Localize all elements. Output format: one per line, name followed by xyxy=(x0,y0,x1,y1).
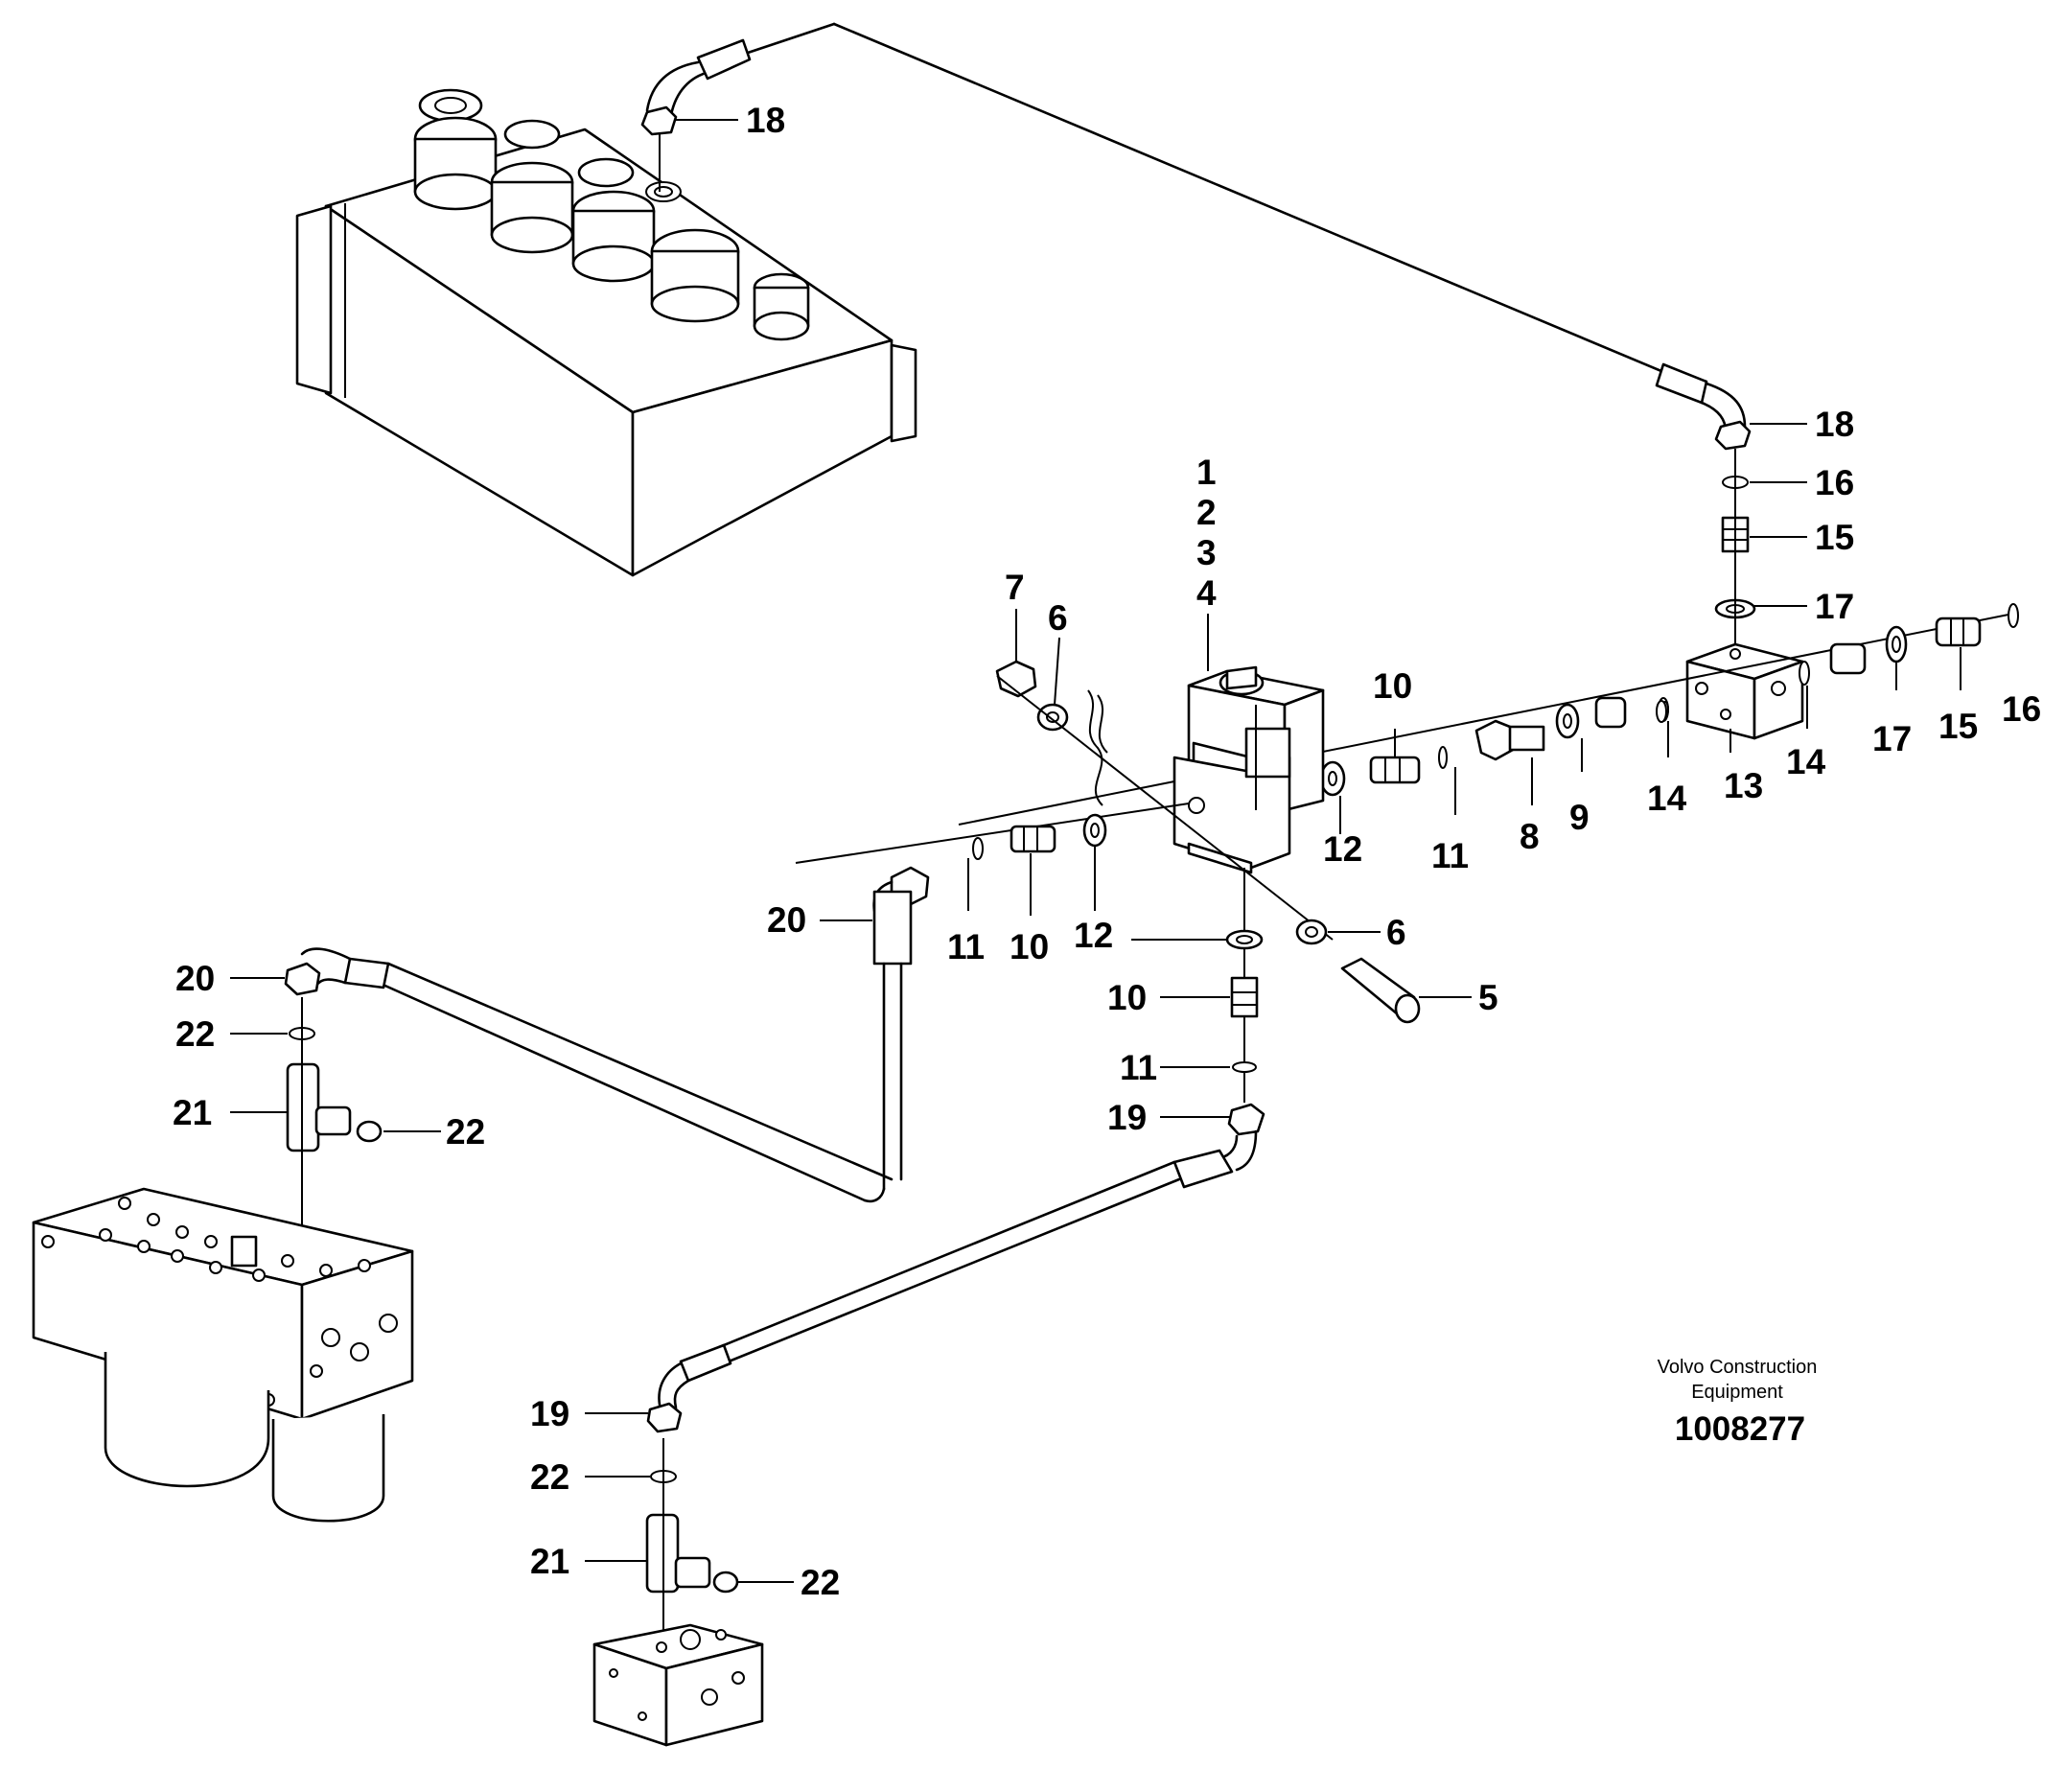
label-20-right: 20 xyxy=(767,900,806,940)
label-17-top: 17 xyxy=(1815,587,1854,626)
label-22-bottom-side: 22 xyxy=(801,1563,840,1602)
control-valve-block xyxy=(295,88,917,577)
document-number: 1008277 xyxy=(1675,1410,1805,1448)
label-4: 4 xyxy=(1196,573,1217,613)
label-14-right: 14 xyxy=(1786,742,1826,781)
label-6-bottom: 6 xyxy=(1386,913,1406,952)
label-12-left: 12 xyxy=(1074,916,1113,955)
caption-line-1: Volvo Construction xyxy=(1658,1357,1818,1378)
label-18-top: 18 xyxy=(746,101,785,140)
label-8: 8 xyxy=(1520,817,1540,856)
label-14-left: 14 xyxy=(1647,779,1687,818)
right-vertical-fittings xyxy=(1714,449,1756,652)
label-3: 3 xyxy=(1196,533,1217,572)
label-5: 5 xyxy=(1478,978,1498,1017)
hose-20 xyxy=(284,866,930,1203)
label-19-left: 19 xyxy=(530,1394,569,1433)
label-12-right: 12 xyxy=(1323,829,1362,869)
leader-lines xyxy=(230,119,1962,1583)
hose-18 xyxy=(640,22,1752,451)
label-19-right: 19 xyxy=(1107,1098,1147,1137)
label-17-right: 17 xyxy=(1872,719,1912,758)
lower-tee-fitting xyxy=(592,1438,764,1747)
label-18-right: 18 xyxy=(1815,405,1854,444)
label-22-left-top: 22 xyxy=(175,1014,215,1054)
label-11-right: 11 xyxy=(1431,836,1469,875)
label-10-left: 10 xyxy=(1010,927,1049,966)
lower-vertical-fittings xyxy=(1225,868,1265,1136)
label-11-left: 11 xyxy=(947,927,985,966)
part-labels: 18 18 16 15 17 1 2 3 4 7 6 10 12 11 8 9 … xyxy=(173,101,2041,1602)
label-21-left: 21 xyxy=(173,1093,212,1132)
label-9: 9 xyxy=(1569,798,1590,837)
label-22-left-side: 22 xyxy=(446,1112,485,1152)
label-16-right: 16 xyxy=(2002,689,2041,729)
label-21-bottom: 21 xyxy=(530,1542,569,1581)
label-16-top: 16 xyxy=(1815,463,1854,502)
label-20-left: 20 xyxy=(175,959,215,998)
left-fittings-main xyxy=(795,660,1421,1024)
caption-block: Volvo Construction Equipment 1008277 xyxy=(1658,1357,1818,1448)
caption-line-2: Equipment xyxy=(1691,1382,1783,1403)
label-1: 1 xyxy=(1196,453,1217,492)
left-manifold-block xyxy=(32,1187,414,1523)
label-10-right: 10 xyxy=(1373,666,1412,706)
label-15-top: 15 xyxy=(1815,518,1854,557)
junction-block-13 xyxy=(1685,642,1804,740)
label-6-top: 6 xyxy=(1048,598,1068,638)
label-22-bottom-top: 22 xyxy=(530,1457,569,1497)
hose-19 xyxy=(646,1129,1258,1433)
label-13: 13 xyxy=(1724,766,1763,805)
label-7: 7 xyxy=(1005,568,1025,607)
label-10-bottom: 10 xyxy=(1107,978,1147,1017)
solenoid-valve-main xyxy=(1172,665,1325,874)
label-2: 2 xyxy=(1196,493,1217,532)
right-side-fittings xyxy=(1319,603,2019,797)
label-15-right: 15 xyxy=(1938,707,1978,746)
label-11-bottom: 11 xyxy=(1120,1048,1157,1087)
